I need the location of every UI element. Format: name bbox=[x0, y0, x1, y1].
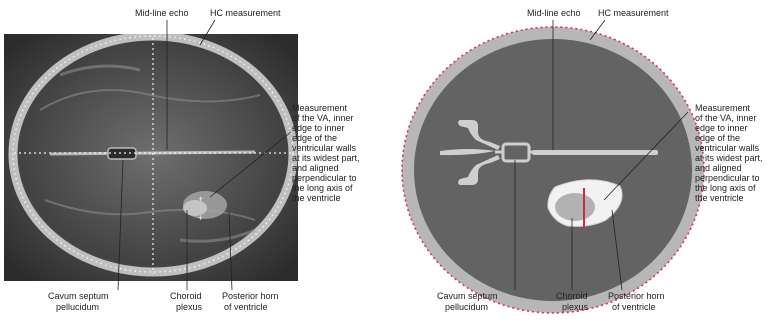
svg-text:Posterior horn: Posterior horn bbox=[222, 291, 279, 301]
left-label-choroid: Choroid plexus bbox=[170, 291, 203, 312]
svg-text:ventricular walls: ventricular walls bbox=[695, 143, 760, 153]
svg-text:at its widest part,: at its widest part, bbox=[695, 153, 763, 163]
left-label-va-measurement: Measurement of the VA, inner edge to inn… bbox=[292, 103, 360, 203]
svg-text:Choroid: Choroid bbox=[170, 291, 202, 301]
svg-text:edge to inner: edge to inner bbox=[695, 123, 748, 133]
svg-text:plexus: plexus bbox=[562, 302, 589, 312]
svg-text:of the VA, inner: of the VA, inner bbox=[292, 113, 353, 123]
right-label-posterior-horn: Posterior horn of ventricle bbox=[608, 291, 665, 312]
svg-text:perpendicular to: perpendicular to bbox=[292, 173, 357, 183]
right-label-hc-measurement: HC measurement bbox=[598, 8, 669, 18]
left-label-cavum: Cavum septum pellucidum bbox=[48, 291, 109, 312]
svg-text:+: + bbox=[198, 213, 203, 223]
svg-text:Posterior horn: Posterior horn bbox=[608, 291, 665, 301]
right-label-midline-echo: Mid-line echo bbox=[527, 8, 581, 18]
svg-text:edge to inner: edge to inner bbox=[292, 123, 345, 133]
svg-text:and aligned: and aligned bbox=[292, 163, 339, 173]
svg-text:Cavum septum: Cavum septum bbox=[48, 291, 109, 301]
schematic-midline-echo bbox=[532, 150, 658, 155]
svg-text:Cavum septum: Cavum septum bbox=[437, 291, 498, 301]
left-label-posterior-horn: Posterior horn of ventricle bbox=[222, 291, 279, 312]
svg-text:of the VA, inner: of the VA, inner bbox=[695, 113, 756, 123]
svg-text:at its widest part,: at its widest part, bbox=[292, 153, 360, 163]
svg-text:Measurement: Measurement bbox=[292, 103, 348, 113]
ultrasound-panel: + + bbox=[4, 34, 298, 281]
svg-text:pellucidum: pellucidum bbox=[56, 302, 99, 312]
svg-text:Measurement: Measurement bbox=[695, 103, 751, 113]
svg-text:edge of the: edge of the bbox=[292, 133, 337, 143]
schematic-choroid-plexus bbox=[555, 193, 595, 221]
right-label-va-measurement: Measurement of the VA, inner edge to inn… bbox=[695, 103, 763, 203]
svg-text:+: + bbox=[198, 194, 203, 204]
svg-text:ventricular walls: ventricular walls bbox=[292, 143, 357, 153]
svg-text:the long axis of: the long axis of bbox=[292, 183, 353, 193]
svg-text:of ventricle: of ventricle bbox=[612, 302, 656, 312]
svg-text:Choroid: Choroid bbox=[556, 291, 588, 301]
svg-text:the ventricle: the ventricle bbox=[695, 193, 744, 203]
svg-text:plexus: plexus bbox=[176, 302, 203, 312]
right-label-cavum: Cavum septum pellucidum bbox=[437, 291, 498, 312]
left-label-midline-echo: Mid-line echo bbox=[135, 8, 189, 18]
svg-text:edge of the: edge of the bbox=[695, 133, 740, 143]
svg-text:the ventricle: the ventricle bbox=[292, 193, 341, 203]
schematic-cavum bbox=[503, 144, 529, 161]
svg-text:pellucidum: pellucidum bbox=[445, 302, 488, 312]
svg-text:and aligned: and aligned bbox=[695, 163, 742, 173]
svg-text:perpendicular to: perpendicular to bbox=[695, 173, 760, 183]
svg-text:the long axis of: the long axis of bbox=[695, 183, 756, 193]
svg-text:of ventricle: of ventricle bbox=[224, 302, 268, 312]
left-label-hc-measurement: HC measurement bbox=[210, 8, 281, 18]
